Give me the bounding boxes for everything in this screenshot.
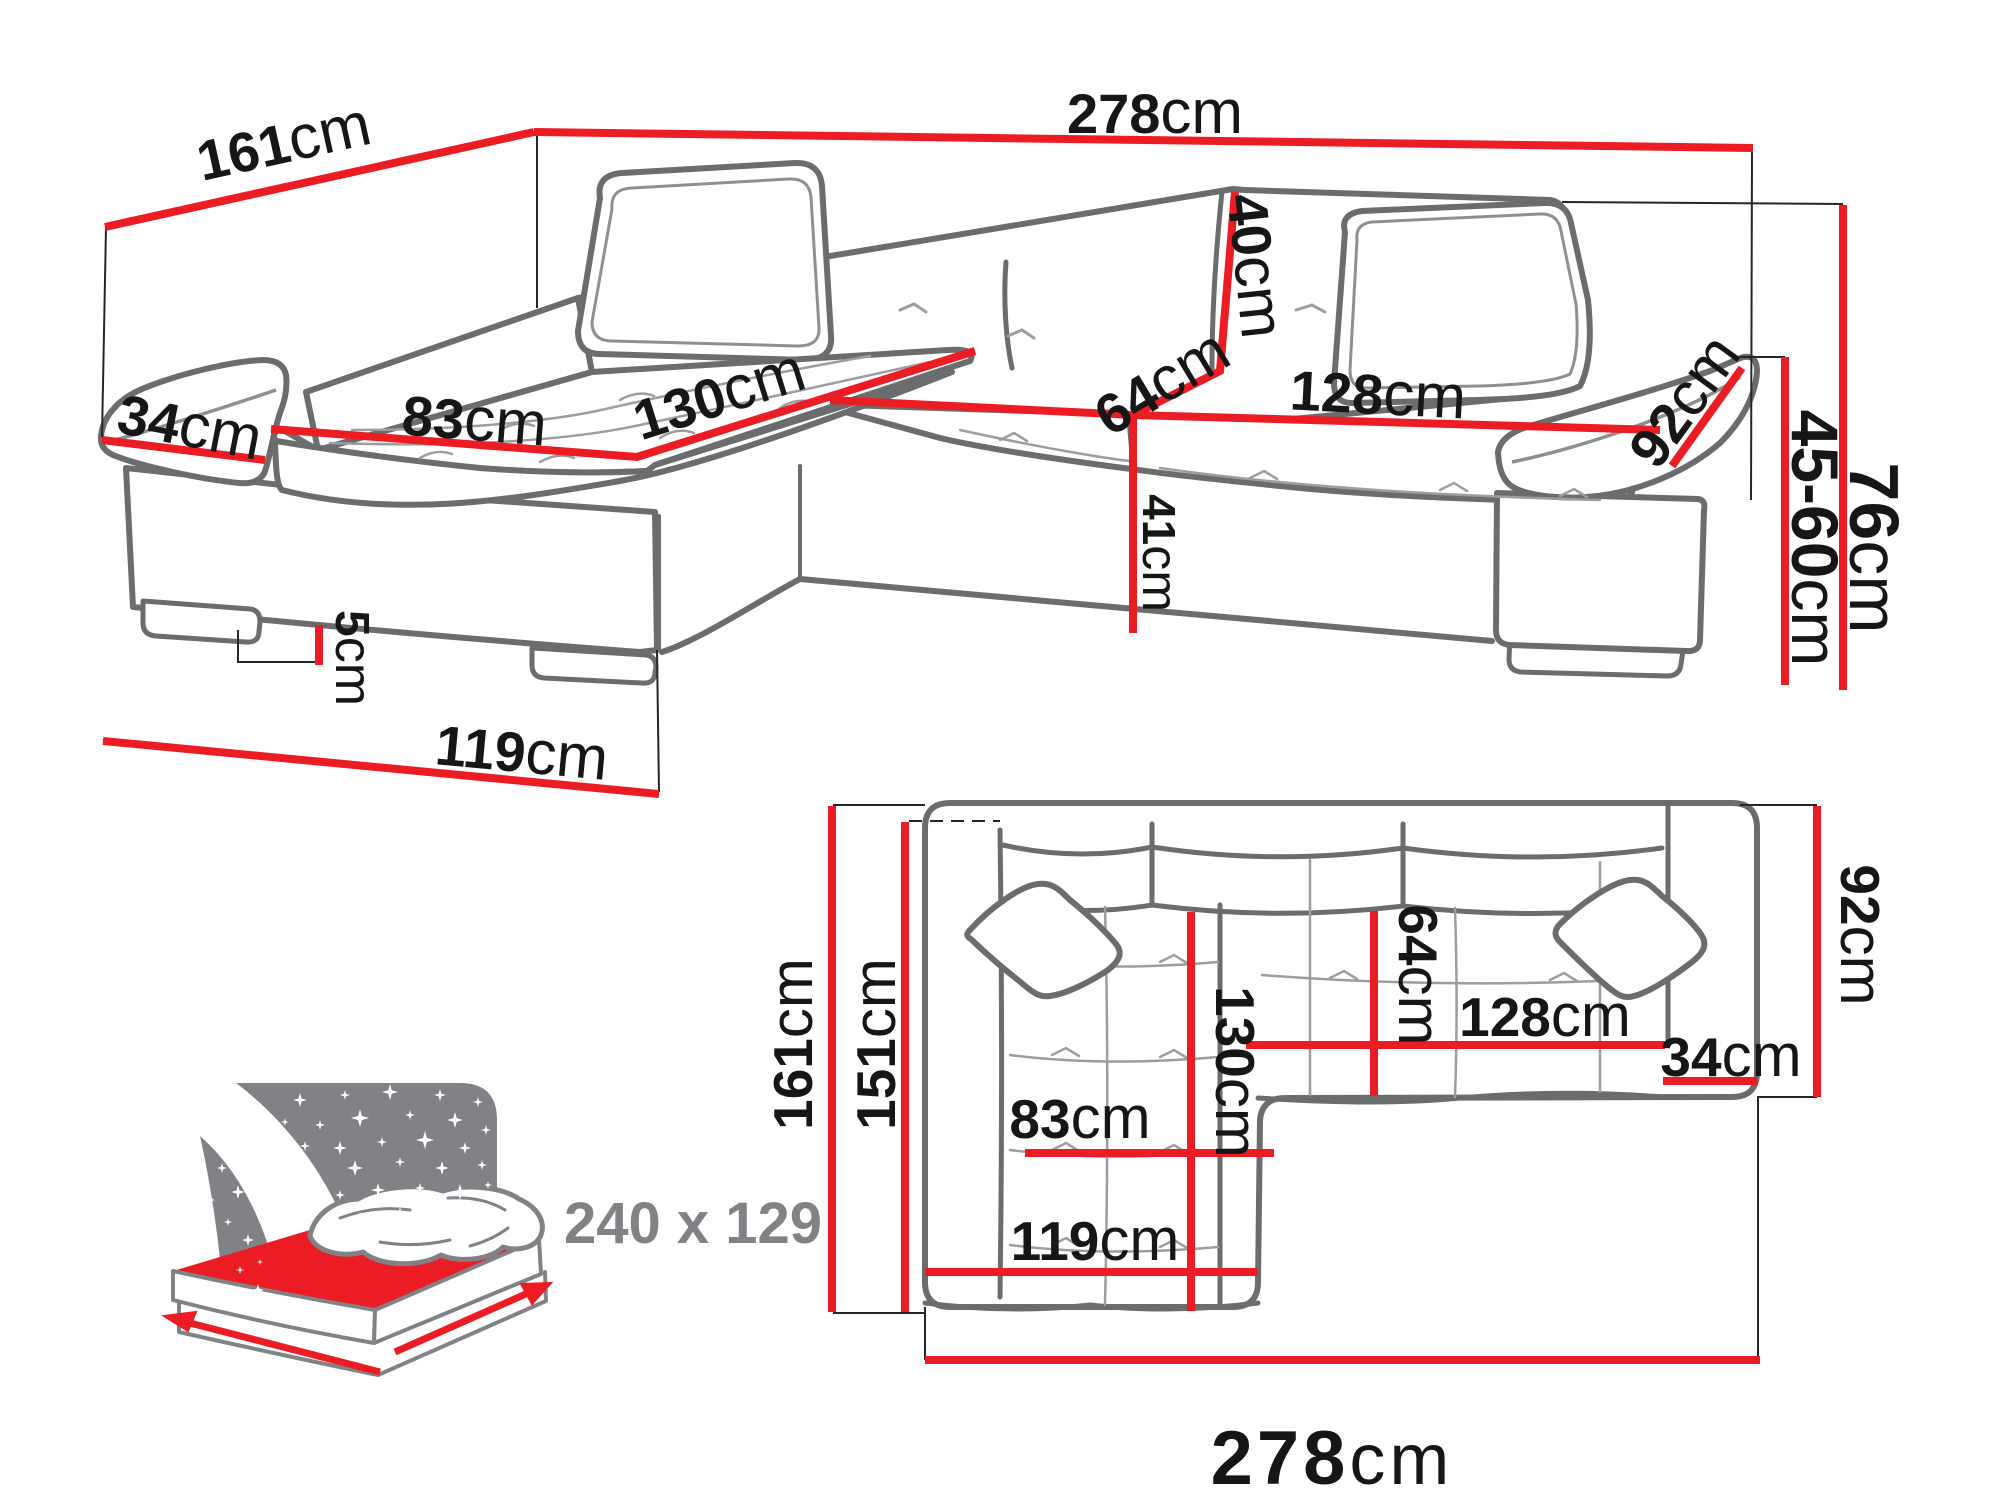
svg-text:278cm: 278cm bbox=[1067, 78, 1243, 147]
svg-text:40cm: 40cm bbox=[1214, 190, 1298, 341]
svg-text:83cm: 83cm bbox=[400, 379, 550, 459]
svg-text:45-60cm: 45-60cm bbox=[1778, 410, 1852, 667]
svg-text:278cm: 278cm bbox=[1211, 1416, 1454, 1500]
svg-text:128cm: 128cm bbox=[1288, 354, 1467, 432]
svg-text:92cm: 92cm bbox=[1828, 864, 1895, 1005]
svg-text:240 x 129: 240 x 129 bbox=[564, 1191, 822, 1256]
svg-text:151cm: 151cm bbox=[841, 958, 908, 1130]
svg-text:119cm: 119cm bbox=[1011, 1206, 1180, 1273]
svg-text:128cm: 128cm bbox=[1459, 982, 1631, 1049]
svg-text:76cm: 76cm bbox=[1835, 462, 1913, 633]
svg-text:5cm: 5cm bbox=[324, 610, 382, 706]
svg-text:161cm: 161cm bbox=[758, 958, 825, 1130]
svg-text:130cm: 130cm bbox=[1203, 986, 1270, 1158]
svg-text:83cm: 83cm bbox=[1009, 1084, 1150, 1151]
svg-text:34cm: 34cm bbox=[112, 378, 267, 473]
svg-text:64cm: 64cm bbox=[1386, 904, 1453, 1045]
svg-text:34cm: 34cm bbox=[1660, 1022, 1801, 1089]
svg-text:119cm: 119cm bbox=[433, 709, 612, 794]
svg-text:41cm: 41cm bbox=[1132, 494, 1188, 612]
